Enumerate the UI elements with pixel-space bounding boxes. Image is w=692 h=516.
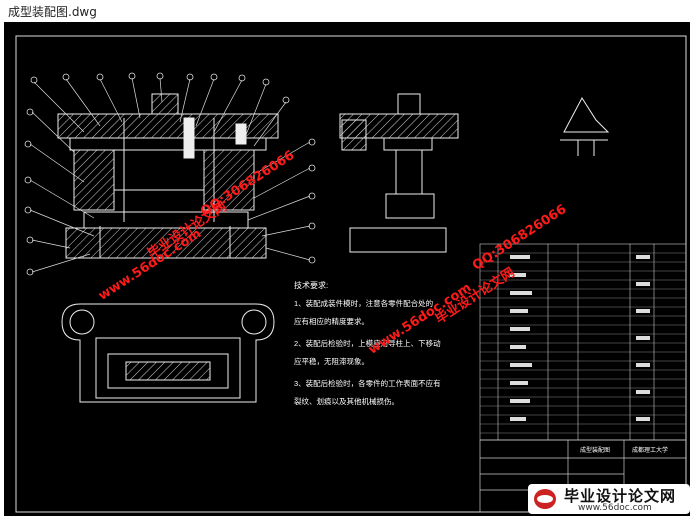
tech-line: 2、装配后检验时，上模座沿导柱上、下移动	[294, 338, 441, 348]
part-detail	[560, 97, 610, 156]
brand-name: 毕业设计论文网	[564, 487, 677, 505]
brand-url: www.56doc.com	[578, 503, 652, 513]
cad-drawing: 技术要求: 1、装配成装件模时，注意各零件配合处的 应有相应的精度要求。 2、装…	[15, 35, 687, 513]
title-block-school: 成型装配图	[580, 446, 610, 454]
tech-line: 3、装配后检验时，各零件的工作表面不应有	[294, 378, 441, 388]
brand-logo-icon	[534, 489, 556, 509]
tech-line: 应有相应的精度要求。	[294, 316, 369, 326]
window-titlebar: 成型装配图.dwg	[0, 0, 692, 22]
tech-title: 技术要求:	[294, 280, 328, 290]
title-block-text: 成型装配图 成都理工大学	[580, 446, 668, 454]
balloons	[24, 72, 316, 276]
window-title: 成型装配图.dwg	[8, 5, 97, 19]
title-block-company: 成都理工大学	[632, 446, 668, 454]
parts-list-rows	[480, 252, 686, 434]
footer-brand: 毕业设计论文网 www.56doc.com	[528, 484, 690, 514]
tech-requirements: 技术要求: 1、装配成装件模时，注意各零件配合处的 应有相应的精度要求。 2、装…	[294, 280, 441, 406]
tech-line: 1、装配成装件模时，注意各零件配合处的	[294, 298, 433, 308]
drawing-frame	[15, 35, 687, 513]
parts-list-marks	[510, 255, 650, 421]
plan-view	[61, 303, 275, 403]
drawing-viewport[interactable]: 技术要求: 1、装配成装件模时，注意各零件配合处的 应有相应的精度要求。 2、装…	[4, 22, 690, 516]
leader-lines	[29, 77, 311, 273]
tech-line: 裂纹、划痕以及其他机械损伤。	[294, 396, 399, 406]
side-view	[339, 93, 459, 253]
tech-line: 应平稳，无阻滞现象。	[294, 356, 369, 366]
main-assembly-section	[57, 93, 279, 259]
